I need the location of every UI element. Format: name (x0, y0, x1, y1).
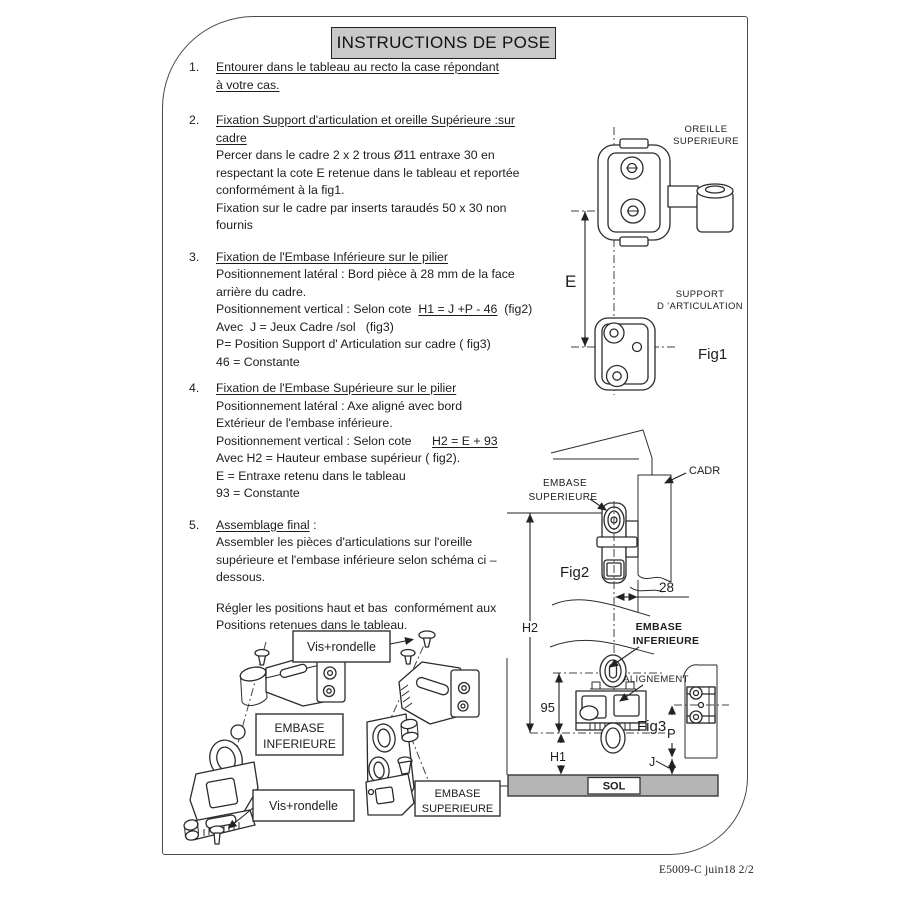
item-number: 3. (189, 249, 200, 264)
assembly-left-group (183, 648, 346, 845)
assembly-vis-rondelle-top-label: Vis+rondelle (307, 640, 376, 654)
item3-line-p: P= Position Support d' Articulation sur … (216, 337, 491, 351)
fig3-embase-inf-drawing (530, 654, 665, 754)
item3-vertical-suffix: (fig2) (497, 302, 533, 316)
assembly-label-boxes (227, 630, 501, 829)
page-title: INSTRUCTIONS DE POSE (331, 27, 556, 59)
assembly-diagram: Vis+rondelle EMBASE INFERIEURE Vis+ronde… (183, 630, 501, 845)
fig2-embase-sup-label-line1: EMBASE (543, 478, 587, 489)
fig1-support-drawing (594, 317, 656, 391)
assembly-embase-inf-label-line2: INFERIEURE (263, 737, 336, 751)
list-item-4: 4. Fixation de l'Embase Supérieure sur l… (189, 380, 574, 503)
item5-heading: Assemblage final (216, 517, 310, 532)
fig3-alignement-label: ALIGNEMENT (623, 674, 689, 685)
fig2-pillar-roof (550, 429, 653, 475)
item4-formula: H2 = E + 93 (432, 433, 498, 448)
item1-heading: Entourer dans le tableau au recto la cas… (216, 60, 500, 92)
item2-body1: Percer dans le cadre 2 x 2 trous Ø11 ent… (216, 148, 520, 197)
item4-lateral: Positionnement latéral : Axe aligné avec… (216, 398, 463, 431)
item-number: 5. (189, 517, 200, 532)
fig1-support-label-line1: SUPPORT (676, 289, 725, 300)
assembly-embase-sup-label-line2: SUPERIEURE (422, 803, 494, 815)
item3-heading: Fixation de l'Embase Inférieure sur le p… (216, 249, 448, 264)
item-text: Assemblage final : Assembler les pièces … (216, 517, 574, 635)
item5-heading-suffix: : (309, 517, 317, 532)
item3-vertical-prefix: Positionnement vertical : Selon cote (216, 302, 419, 316)
page-title-text: INSTRUCTIONS DE POSE (336, 33, 551, 52)
fig2-dim-h2-label: H2 (522, 621, 538, 635)
fig1-oreille-label-line1: OREILLE (685, 124, 728, 135)
list-item-3: 3. Fixation de l'Embase Inférieure sur l… (189, 249, 574, 372)
item4-line-avec: Avec H2 = Hauteur embase supérieur ( fig… (216, 451, 461, 465)
fig3-embase-inf-label-line2: INFERIEURE (633, 635, 700, 647)
fig3-embase-inf-label-line1: EMBASE (636, 621, 683, 633)
assembly-right-group (365, 630, 480, 816)
item-text: Fixation Support d'articulation et oreil… (216, 112, 574, 235)
item-text: Entourer dans le tableau au recto la cas… (216, 59, 574, 94)
item4-heading: Fixation de l'Embase Supérieure sur le p… (216, 381, 457, 395)
item-text: Fixation de l'Embase Inférieure sur le p… (216, 249, 574, 372)
fig2-cadre-label: CADR (689, 465, 720, 477)
fig3-dim-95-label: 95 (541, 700, 555, 715)
page-border (162, 16, 748, 855)
item3-line-const: 46 = Constante (216, 354, 300, 369)
fig3-sol-ground (493, 774, 719, 797)
fig3-caption: Fig3 (637, 718, 666, 735)
item-number: 2. (189, 113, 200, 127)
item5-body2: Régler les positions haut et bas conform… (216, 600, 497, 633)
fig1-support-label-line2: D 'ARTICULATION (657, 301, 743, 312)
fig1-oreille-drawing (597, 138, 734, 247)
item-number: 4. (189, 381, 200, 395)
fig2-embase-sup-drawing (596, 502, 639, 584)
fig2-fig3-diagram: EMBASE SUPERIEURE CADR Fig2 28 H2 EMBASE… (493, 429, 729, 797)
item4-line-const: 93 = Constante (216, 486, 300, 500)
assembly-embase-sup-label-line1: EMBASE (435, 788, 481, 800)
fig2-dim-28-label: 28 (659, 580, 674, 595)
fig3-pilier-support-drawing (506, 658, 729, 775)
item4-vertical-prefix: Positionnement vertical : Selon cote (216, 433, 432, 448)
list-item-5: 5. Assemblage final : Assembler les pièc… (189, 517, 574, 635)
assembly-vis-rondelle-bottom-label: Vis+rondelle (269, 799, 338, 813)
document-reference: E5009-C juin18 2/2 (659, 864, 754, 876)
fig2-caption: Fig2 (560, 564, 589, 581)
fig3-dim-h1-label: H1 (550, 750, 566, 764)
item5-body1: Assembler les pièces d'articulations sur… (216, 535, 497, 584)
list-item-1: 1. Entourer dans le tableau au recto la … (189, 59, 574, 94)
item4-line-e: E = Entraxe retenu dans le tableau (216, 468, 406, 483)
item2-heading: Fixation Support d'articulation et oreil… (216, 113, 515, 145)
item3-lateral: Positionnement latéral : Bord pièce à 28… (216, 267, 515, 299)
fig2-embase-sup-label-line2: SUPERIEURE (528, 492, 597, 503)
fig3-sol-label: SOL (603, 781, 626, 793)
item2-body2: Fixation sur le cadre par inserts taraud… (216, 200, 507, 233)
fig3-dim-p-label: P (667, 726, 676, 741)
item3-line-avec: Avec J = Jeux Cadre /sol (fig3) (216, 319, 394, 334)
fig1-dim-e-label: E (565, 272, 576, 291)
item-text: Fixation de l'Embase Supérieure sur le p… (216, 380, 574, 503)
fig1-diagram: OREILLE SUPERIEURE E SUPPORT D 'ARTICULA… (565, 124, 743, 395)
item3-formula: H1 = J +P - 46 (418, 302, 498, 316)
fig1-oreille-label-line2: SUPERIEURE (673, 136, 739, 147)
list-item-2: 2. Fixation Support d'articulation et or… (189, 112, 574, 235)
instructions-list: 1. Entourer dans le tableau au recto la … (189, 59, 574, 635)
item-number: 1. (189, 60, 200, 74)
fig3-dims (555, 646, 644, 775)
fig1-caption: Fig1 (698, 346, 727, 363)
assembly-embase-inf-label-line1: EMBASE (274, 721, 324, 735)
fig3-dim-j-label: J (649, 755, 655, 769)
